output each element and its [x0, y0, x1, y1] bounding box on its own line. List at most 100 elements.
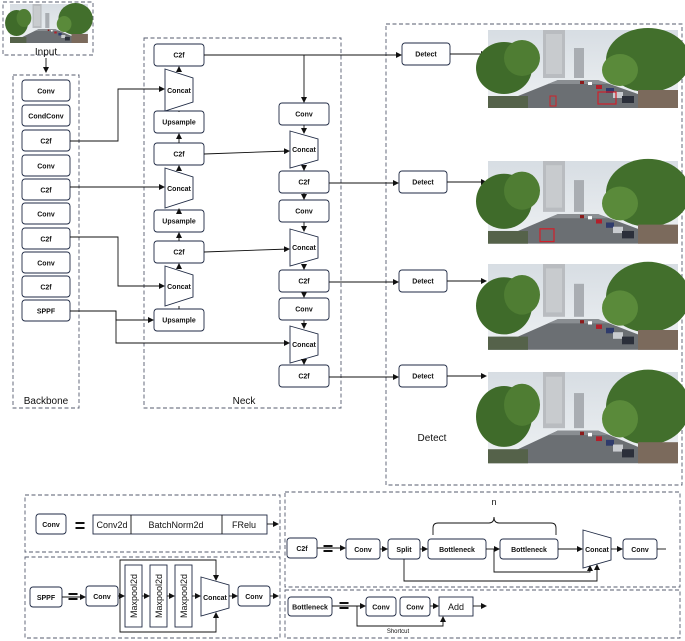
svg-text:Concat: Concat: [292, 245, 316, 252]
svg-text:C2f: C2f: [40, 139, 52, 146]
legend-c2f-conv: Conv: [345, 538, 381, 560]
detect-section-label: Detect: [418, 433, 447, 444]
neck-c2f-top: C2f: [153, 43, 205, 67]
equals-sign: =: [323, 539, 334, 559]
svg-text:Conv: Conv: [42, 522, 60, 529]
svg-text:Concat: Concat: [585, 547, 609, 554]
svg-text:Upsample: Upsample: [162, 120, 196, 127]
detect-box-2: Detect: [398, 170, 448, 194]
svg-text:Conv: Conv: [406, 605, 424, 612]
legend-conv-block: Conv: [35, 513, 67, 535]
detect-box-1: Detect: [401, 42, 451, 66]
svg-text:C2f: C2f: [296, 546, 308, 553]
svg-text:C2f: C2f: [173, 250, 185, 257]
neck-upsample-1: Upsample: [153, 110, 205, 134]
neck-concat-r3: Concat: [289, 325, 319, 364]
svg-text:Detect: Detect: [415, 52, 437, 59]
neck-concat-3: Concat: [164, 265, 194, 307]
backbone-block-condconv: CondConv: [21, 104, 71, 127]
neck-conv-3: Conv: [278, 297, 330, 321]
equals-sign: =: [75, 516, 86, 536]
svg-text:C2f: C2f: [173, 152, 185, 159]
neck-label: Neck: [233, 396, 257, 407]
backbone-block-c2f: C2f: [21, 275, 71, 298]
legend-sppf-concat: Concat: [200, 576, 230, 617]
legend-c2f-split: Split: [387, 538, 421, 560]
svg-text:Conv: Conv: [631, 547, 649, 554]
svg-text:Conv: Conv: [295, 307, 313, 314]
detect-image-3: [476, 261, 685, 350]
legend-bottleneck-conv-1: Conv: [365, 596, 397, 617]
svg-text:Bottleneck: Bottleneck: [292, 605, 328, 612]
svg-text:C2f: C2f: [173, 53, 185, 60]
svg-text:Conv: Conv: [354, 547, 372, 554]
svg-text:C2f: C2f: [40, 188, 52, 195]
svg-text:Conv: Conv: [372, 605, 390, 612]
backbone-frame: [12, 74, 80, 409]
svg-text:Conv: Conv: [295, 112, 313, 119]
legend-conv-parts: Conv2d BatchNorm2d FRelu: [92, 514, 268, 535]
svg-text:Conv: Conv: [37, 212, 55, 219]
backbone-block-conv: Conv: [21, 251, 71, 274]
svg-text:CondConv: CondConv: [28, 114, 63, 121]
svg-text:Conv: Conv: [37, 261, 55, 268]
backbone-block-conv: Conv: [21, 79, 71, 102]
legend-bottleneck-conv-2: Conv: [399, 596, 431, 617]
n-label: n: [491, 497, 496, 507]
neck-c2f-mid: C2f: [153, 142, 205, 166]
svg-text:C2f: C2f: [298, 180, 310, 187]
neck-c2f-low: C2f: [153, 240, 205, 264]
neck-conv-1: Conv: [278, 102, 330, 126]
svg-text:Maxpool2d: Maxpool2d: [129, 574, 139, 618]
svg-text:Concat: Concat: [203, 595, 227, 602]
detect-image-1: [476, 28, 685, 108]
svg-text:Maxpool2d: Maxpool2d: [154, 574, 164, 618]
svg-text:C2f: C2f: [40, 237, 52, 244]
detect-box-3: Detect: [398, 269, 448, 293]
svg-text:Concat: Concat: [167, 186, 191, 193]
maxpool-3: Maxpool2d: [174, 564, 193, 628]
maxpool-2: Maxpool2d: [149, 564, 168, 628]
legend-bottleneck-add: Add: [438, 596, 474, 617]
neck-concat-1: Concat: [164, 68, 194, 112]
input-image: [5, 3, 93, 43]
legend-sppf-conv: Conv: [85, 585, 119, 607]
backbone-block-c2f: C2f: [21, 129, 71, 152]
neck-c2f-r3: C2f: [278, 364, 330, 388]
svg-text:Concat: Concat: [292, 147, 316, 154]
svg-text:C2f: C2f: [298, 374, 310, 381]
svg-text:Conv: Conv: [295, 209, 313, 216]
detect-image-4: [476, 369, 685, 464]
neck-upsample-3: Upsample: [153, 308, 205, 332]
svg-text:Detect: Detect: [412, 180, 434, 187]
svg-text:Bottleneck: Bottleneck: [439, 547, 475, 554]
legend-c2f-conv-out: Conv: [622, 538, 658, 560]
svg-text:Bottleneck: Bottleneck: [511, 547, 547, 554]
legend-sppf-frame: [24, 556, 281, 639]
backbone-block-conv: Conv: [21, 154, 71, 177]
shortcut-label: Shortcut: [387, 629, 410, 635]
bottleneck-1: Bottleneck: [427, 538, 487, 560]
legend-c2f-frame: [284, 491, 681, 588]
detect-frame: [385, 23, 683, 486]
svg-text:Conv: Conv: [37, 164, 55, 171]
neck-upsample-2: Upsample: [153, 209, 205, 233]
neck-concat-r1: Concat: [289, 130, 319, 169]
svg-text:Concat: Concat: [167, 284, 191, 291]
svg-text:Add: Add: [448, 602, 464, 612]
neck-frame: [143, 37, 342, 409]
neck-concat-2: Concat: [164, 167, 194, 209]
neck-concat-r2: Concat: [289, 228, 319, 267]
svg-text:Detect: Detect: [412, 374, 434, 381]
svg-text:Conv: Conv: [245, 594, 263, 601]
svg-text:Conv: Conv: [93, 594, 111, 601]
svg-text:Maxpool2d: Maxpool2d: [179, 574, 189, 618]
detect-box-4: Detect: [398, 364, 448, 388]
svg-text:Concat: Concat: [167, 88, 191, 95]
frelu-label: FRelu: [232, 520, 256, 530]
legend-bottleneck-block: Bottleneck: [287, 596, 333, 617]
svg-text:C2f: C2f: [298, 279, 310, 286]
svg-text:Detect: Detect: [412, 279, 434, 286]
neck-conv-2: Conv: [278, 199, 330, 223]
